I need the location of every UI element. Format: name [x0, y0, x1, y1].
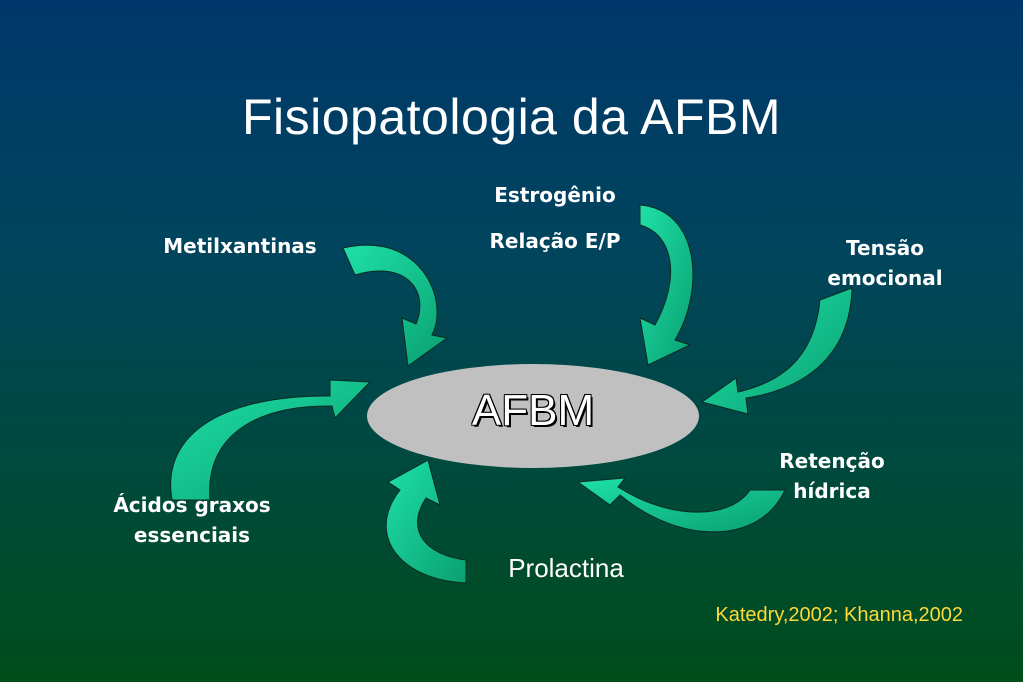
page-title: Fisiopatologia da AFBM: [241, 89, 782, 145]
arrow-tensao-emocional: [700, 287, 853, 415]
arrow-acidos-graxos: [170, 379, 372, 501]
label-estrogenio: Estrogênio Relação E/P: [470, 180, 640, 256]
label-tensao-line2: emocional: [827, 266, 943, 290]
label-retencao-line1: Retenção: [779, 449, 885, 473]
center-node-ellipse: [367, 364, 699, 468]
label-acidos-line1: Ácidos graxos: [113, 493, 271, 517]
label-acidos-line2: essenciais: [133, 523, 251, 547]
arrow-prolactina: [385, 459, 467, 584]
center-node-label: AFBM: [471, 386, 595, 435]
label-prolactina: Prolactina: [508, 553, 624, 583]
label-metilxantinas: Metilxantinas: [163, 234, 317, 258]
label-retencao-line2: hídrica: [793, 479, 871, 503]
arrow-metilxantinas: [342, 244, 449, 367]
arrow-estrogenio: [639, 204, 694, 366]
label-estrogenio-line2: Relação E/P: [489, 229, 621, 253]
label-retencao-hidrica: Retenção hídrica: [752, 446, 912, 506]
label-acidos-graxos: Ácidos graxos essenciais: [92, 490, 292, 550]
label-tensao-line1: Tensão: [846, 236, 924, 260]
arrow-retencao-hidrica: [576, 477, 786, 533]
label-tensao-emocional: Tensão emocional: [800, 233, 970, 293]
label-estrogenio-line1: Estrogênio: [494, 183, 616, 207]
citation: Katedry,2002; Khanna,2002: [715, 604, 963, 626]
